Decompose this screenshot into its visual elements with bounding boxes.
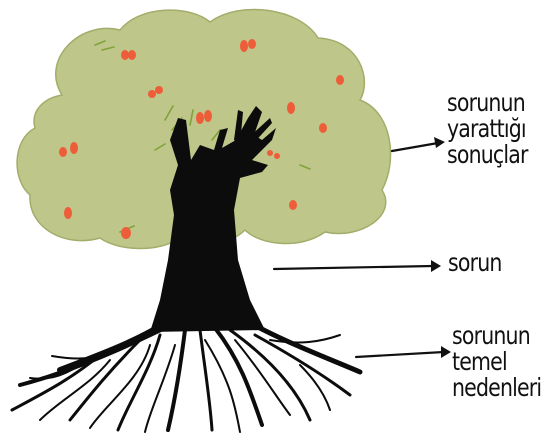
tree-canopy [16, 8, 392, 250]
label-effects-line-2: yarattığı [447, 114, 527, 143]
label-problem-line-1: sorun [448, 248, 502, 277]
arrow-causes [354, 346, 451, 359]
label-effects-line-3: sonuçlar [447, 140, 528, 169]
label-causes: sorunun temel nedenleri [452, 321, 542, 402]
arrow-effects [390, 137, 445, 153]
label-causes-line-3: nedenleri [452, 373, 542, 402]
tree-trunk [150, 106, 276, 332]
arrow-problem [272, 260, 441, 272]
arrows [272, 137, 451, 359]
trunk-shape [150, 106, 276, 332]
fruits [59, 39, 344, 239]
label-effects-line-1: sorunun [447, 88, 526, 117]
tree-roots [10, 317, 363, 433]
label-effects: sorunun yarattığı sonuçlar [447, 90, 528, 168]
label-problem: sorun [448, 250, 502, 276]
label-causes-line-2: temel [452, 347, 508, 376]
canopy-shape [16, 8, 392, 250]
label-causes-line-1: sorunun [452, 321, 531, 350]
